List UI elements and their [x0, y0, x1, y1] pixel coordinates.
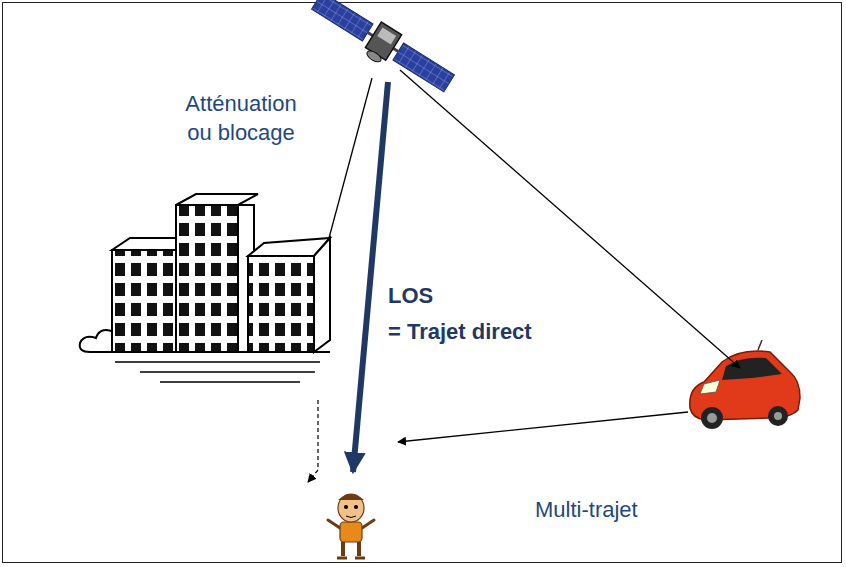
text-label: Multi-trajet	[535, 496, 638, 525]
car	[690, 340, 800, 429]
los-ray	[353, 82, 388, 472]
text-label: = Trajet direct	[388, 318, 532, 347]
text-label: LOS	[388, 282, 433, 311]
blocked-ray	[329, 78, 372, 238]
satellite	[306, 0, 458, 101]
person	[328, 494, 374, 558]
building	[80, 194, 330, 382]
text-label: Atténuation ou blocage	[175, 90, 307, 147]
attenuated-ray	[308, 400, 318, 482]
multipath-ray	[398, 412, 688, 442]
